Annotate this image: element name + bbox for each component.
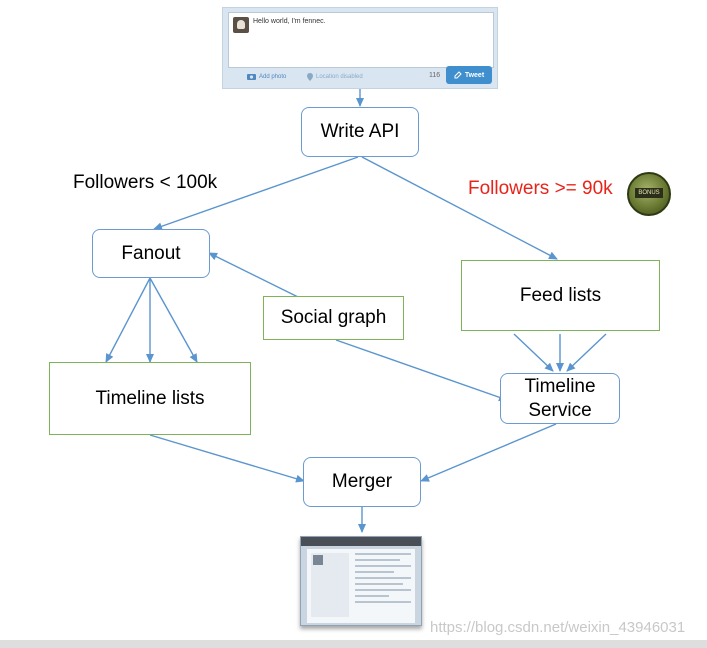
tweet-button[interactable]: Tweet xyxy=(446,66,492,84)
avatar xyxy=(313,555,323,565)
add-photo-label: Add photo xyxy=(259,73,287,80)
arrow-timelinelists-to-merger xyxy=(149,434,305,483)
timeline-screenshot-image xyxy=(300,536,422,626)
arrow-socialgraph-to-timelineservice xyxy=(335,339,508,402)
compose-icon xyxy=(454,71,462,79)
arrow-feedlists-to-timelineservice-left xyxy=(513,333,554,372)
badge-ribbon: BONUS xyxy=(635,188,663,198)
footer-bar xyxy=(0,640,707,648)
fanout-node: Fanout xyxy=(92,229,210,278)
merger-node: Merger xyxy=(303,457,421,507)
location-toggle[interactable]: Location disabled xyxy=(307,73,363,81)
location-pin-icon xyxy=(307,73,313,81)
timeline-page xyxy=(307,549,415,623)
tweet-button-label: Tweet xyxy=(464,71,485,79)
arrow-socialgraph-to-fanout xyxy=(208,252,299,298)
tweet-text: Hello world, I'm fennec. xyxy=(253,18,326,25)
camera-icon xyxy=(247,74,256,80)
watermark: https://blog.csdn.net/weixin_43946031 xyxy=(430,619,686,636)
tweet-textarea[interactable]: Hello world, I'm fennec. xyxy=(228,12,494,68)
feed-lists-node: Feed lists xyxy=(461,260,660,331)
arrow-fanout-to-timelinelists-left xyxy=(105,277,151,363)
arrow-feedlists-to-timelineservice-right xyxy=(566,333,607,372)
tweet-composer: Hello world, I'm fennec. Add photo Locat… xyxy=(222,7,498,89)
followers-high-label: Followers >= 90k xyxy=(468,178,613,199)
social-graph-node: Social graph xyxy=(263,296,404,340)
browser-bar xyxy=(301,537,421,546)
location-label: Location disabled xyxy=(316,74,363,80)
arrow-writeapi-to-fanout xyxy=(153,156,359,231)
arrow-writeapi-to-feedlists xyxy=(361,156,558,260)
timeline-service-node: Timeline Service xyxy=(500,373,620,424)
write-api-node: Write API xyxy=(301,107,419,157)
char-count: 116 xyxy=(429,72,441,79)
bonus-badge-icon: BONUS xyxy=(627,172,671,216)
arrow-timelineservice-to-merger xyxy=(420,423,557,482)
tweet-stream xyxy=(355,553,411,607)
followers-low-label: Followers < 100k xyxy=(73,172,218,193)
arrow-fanout-to-timelinelists-right xyxy=(149,277,198,363)
add-photo-link[interactable]: Add photo xyxy=(247,73,286,80)
timeline-lists-node: Timeline lists xyxy=(49,362,251,435)
avatar xyxy=(233,17,249,33)
